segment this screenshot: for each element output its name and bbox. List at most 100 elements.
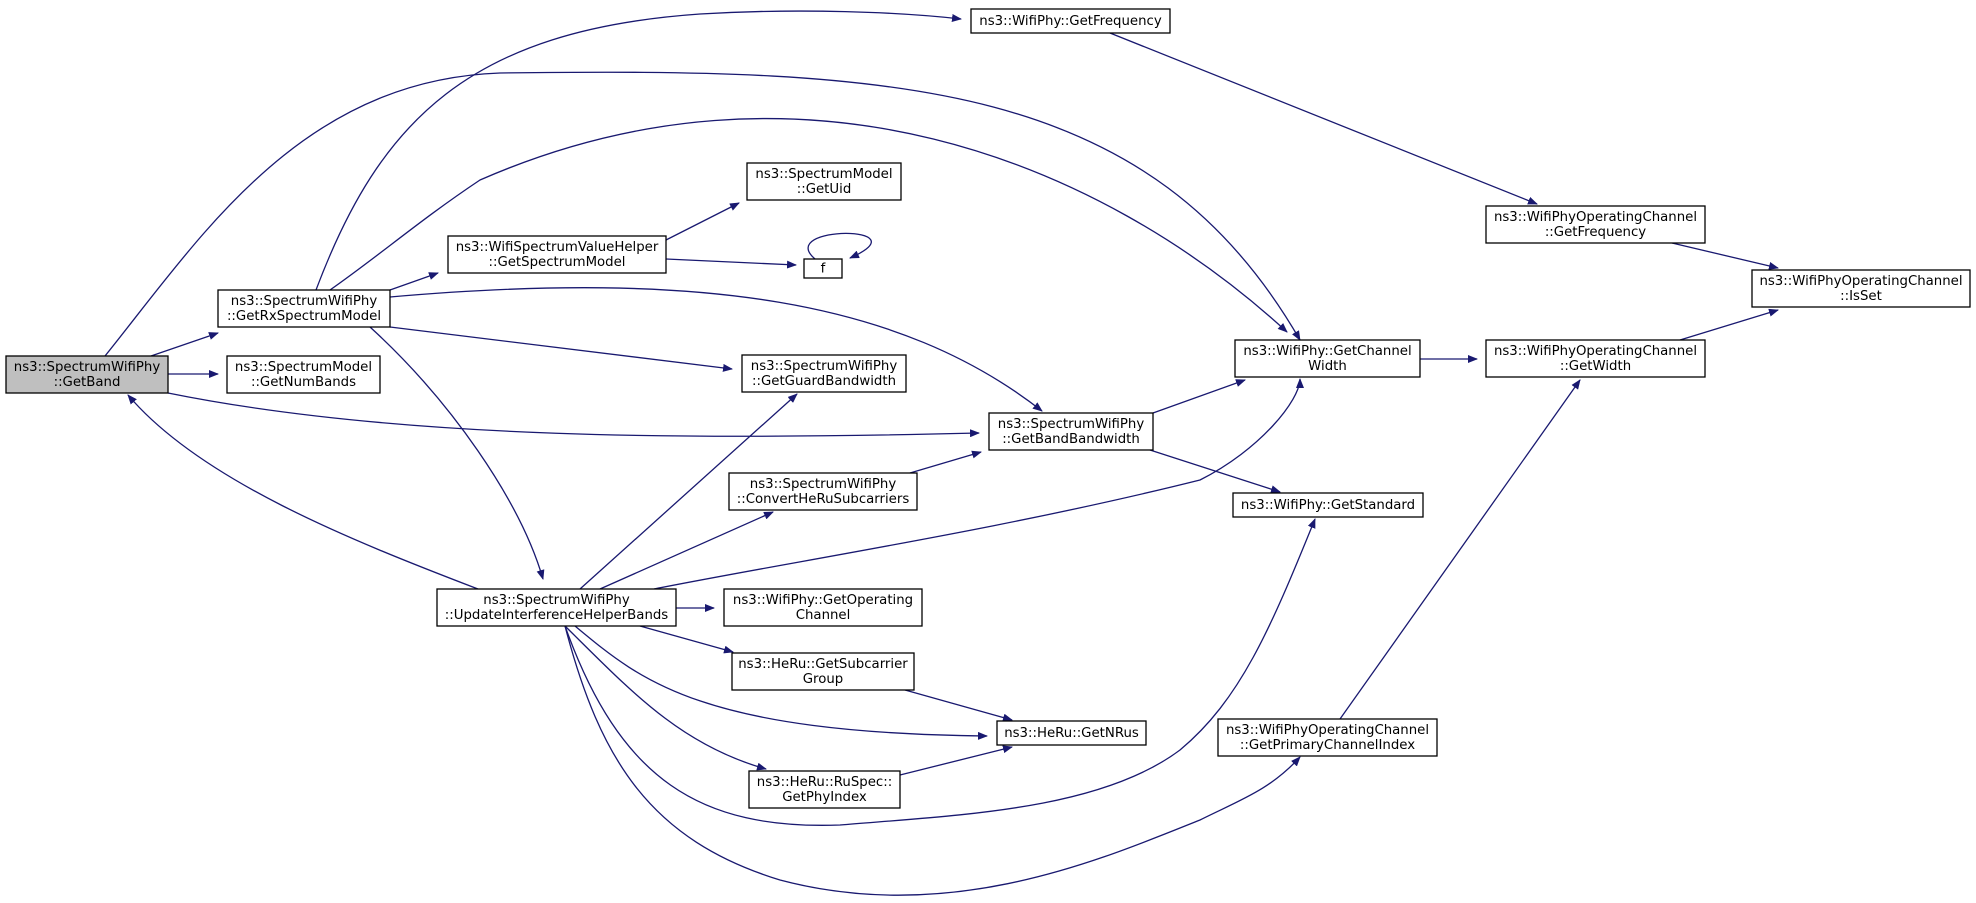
node-box	[1751, 269, 1971, 308]
node-label: ::GetNumBands	[251, 375, 356, 390]
node-box	[436, 588, 677, 627]
node-label: ::GetBandBandwidth	[1002, 432, 1140, 447]
edge-updateinterference-to-getnrus	[574, 625, 988, 740]
edge-getprimarychannelindex-to-opchan_getwidth	[1339, 379, 1581, 720]
edge-getband-to-getbandbandwidth	[167, 392, 980, 438]
node-box	[1485, 205, 1706, 244]
node-label: ns3::SpectrumWifiPhy	[231, 294, 378, 309]
node-label: ns3::WifiPhyOperatingChannel	[1494, 344, 1697, 359]
edge-updateinterference-to-getband	[127, 394, 479, 590]
node-label: ::GetWidth	[1560, 359, 1631, 374]
node-label: ns3::SpectrumModel	[755, 167, 892, 182]
node-label: ns3::SpectrumModel	[235, 360, 372, 375]
edge-opchan_getwidth-to-opchan_isset	[1679, 308, 1779, 341]
node-label: ::GetBand	[54, 375, 121, 390]
edge-opchan_getfrequency-to-opchan_isset	[1671, 242, 1779, 270]
edge-getrxspectrummodel-to-getfrequency	[315, 10, 962, 291]
node-box	[1234, 339, 1421, 378]
node-label: ns3::WifiPhy::GetFrequency	[979, 14, 1162, 29]
node-label: ::GetSpectrumModel	[488, 255, 625, 270]
edge-getspectrummodel-to-getuid	[665, 202, 740, 241]
node-getfrequency[interactable]: ns3::WifiPhy::GetFrequency	[970, 8, 1171, 34]
node-label: ::GetUid	[797, 182, 852, 197]
node-label: ns3::SpectrumWifiPhy	[14, 360, 161, 375]
edge-getphyindex-to-getnrus	[899, 745, 1013, 776]
node-label: ns3::WifiPhy::GetChannel	[1243, 344, 1411, 359]
node-box	[226, 355, 381, 394]
edge-updateinterference-to-getchannelwidth	[653, 378, 1304, 590]
node-label: ::GetFrequency	[1545, 225, 1646, 240]
node-opchan_isset[interactable]: ns3::WifiPhyOperatingChannel::IsSet	[1751, 269, 1971, 308]
node-label: ns3::SpectrumWifiPhy	[750, 477, 897, 492]
node-box	[996, 720, 1147, 746]
edge-getfrequency-to-opchan_getfrequency	[1109, 32, 1538, 205]
node-label: ns3::HeRu::GetSubcarrier	[738, 657, 908, 672]
node-getphyindex[interactable]: ns3::HeRu::RuSpec::GetPhyIndex	[748, 770, 901, 809]
node-box	[988, 412, 1154, 451]
node-label: GetPhyIndex	[782, 790, 867, 805]
edge-getrxspectrummodel-to-updateinterference	[369, 326, 545, 580]
edge-updateinterference-to-getguardbandwidth	[579, 393, 798, 590]
node-box	[803, 258, 843, 279]
node-box	[723, 588, 923, 627]
node-f[interactable]: f	[803, 258, 843, 279]
node-label: ns3::WifiSpectrumValueHelper	[456, 240, 659, 255]
node-getbandbandwidth[interactable]: ns3::SpectrumWifiPhy::GetBandBandwidth	[988, 412, 1154, 451]
node-getrxspectrummodel[interactable]: ns3::SpectrumWifiPhy::GetRxSpectrumModel	[217, 289, 391, 328]
node-label: ns3::HeRu::RuSpec::	[757, 775, 892, 790]
node-label: ::UpdateInterferenceHelperBands	[445, 608, 669, 623]
node-getnrus[interactable]: ns3::HeRu::GetNRus	[996, 720, 1147, 746]
edge-getspectrummodel-to-f	[665, 258, 797, 269]
node-label: Channel	[796, 608, 851, 623]
node-box	[5, 355, 169, 394]
node-label: ns3::HeRu::GetNRus	[1004, 726, 1139, 741]
node-box	[741, 354, 907, 393]
node-convertheru[interactable]: ns3::SpectrumWifiPhy::ConvertHeRuSubcarr…	[728, 472, 918, 511]
node-getguardbandwidth[interactable]: ns3::SpectrumWifiPhy::GetGuardBandwidth	[741, 354, 907, 393]
node-getstandard[interactable]: ns3::WifiPhy::GetStandard	[1232, 492, 1424, 518]
node-label: ns3::WifiPhyOperatingChannel	[1226, 723, 1429, 738]
edge-updateinterference-to-getstandard	[564, 518, 1316, 826]
node-getspectrummodel[interactable]: ns3::WifiSpectrumValueHelper::GetSpectru…	[447, 235, 667, 274]
edge-getband-to-getrxspectrummodel	[150, 332, 219, 357]
node-box	[447, 235, 667, 274]
node-box	[217, 289, 391, 328]
node-label: ns3::WifiPhyOperatingChannel	[1759, 274, 1962, 289]
node-label: ns3::WifiPhy::GetOperating	[733, 593, 913, 608]
edge-updateinterference-to-convertheru	[599, 511, 774, 590]
node-label: f	[821, 262, 826, 277]
node-label: ::IsSet	[1840, 289, 1882, 304]
node-opchan_getwidth[interactable]: ns3::WifiPhyOperatingChannel::GetWidth	[1485, 339, 1706, 378]
node-getprimarychannelindex[interactable]: ns3::WifiPhyOperatingChannel::GetPrimary…	[1217, 718, 1438, 757]
edge-updateinterference-to-getphyindex	[564, 625, 767, 771]
edge-getrxspectrummodel-to-getbandbandwidth	[389, 287, 1043, 412]
node-label: ns3::SpectrumWifiPhy	[483, 593, 630, 608]
edge-getrxspectrummodel-to-getchannelwidth	[329, 118, 1288, 333]
node-box	[1217, 718, 1438, 757]
node-getnumbands[interactable]: ns3::SpectrumModel::GetNumBands	[226, 355, 381, 394]
edge-f-to-f	[807, 232, 872, 260]
node-label: ns3::WifiPhyOperatingChannel	[1494, 210, 1697, 225]
node-updateinterference[interactable]: ns3::SpectrumWifiPhy::UpdateInterference…	[436, 588, 677, 627]
edge-updateinterference-to-getprimarychannelindex	[564, 625, 1301, 896]
nodes-layer: ns3::SpectrumWifiPhy::GetBandns3::Spectr…	[5, 8, 1971, 809]
node-label: ::ConvertHeRuSubcarriers	[737, 492, 910, 507]
node-box	[746, 162, 902, 201]
node-box	[1232, 492, 1424, 518]
node-label: ns3::SpectrumWifiPhy	[751, 359, 898, 374]
node-getuid[interactable]: ns3::SpectrumModel::GetUid	[746, 162, 902, 201]
node-getband[interactable]: ns3::SpectrumWifiPhy::GetBand	[5, 355, 169, 394]
node-box	[1485, 339, 1706, 378]
edge-convertheru-to-getbandbandwidth	[909, 450, 982, 474]
node-label: ns3::SpectrumWifiPhy	[998, 417, 1145, 432]
edge-getband-to-getchannelwidth	[104, 71, 1301, 357]
node-opchan_getfrequency[interactable]: ns3::WifiPhyOperatingChannel::GetFrequen…	[1485, 205, 1706, 244]
node-label: Width	[1308, 359, 1347, 374]
node-label: ::GetPrimaryChannelIndex	[1240, 738, 1415, 753]
edges-layer	[104, 10, 1779, 896]
node-box	[970, 8, 1171, 34]
